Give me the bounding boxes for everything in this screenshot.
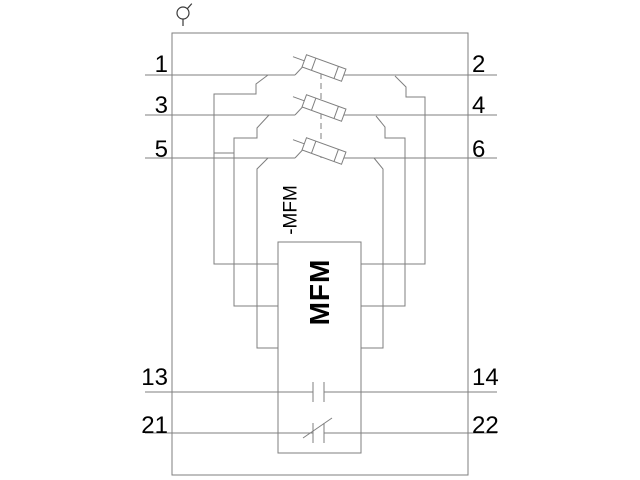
pole1-outline-right bbox=[361, 75, 426, 265]
terminal-label-2: 2 bbox=[472, 51, 486, 78]
outer-enclosure bbox=[171, 32, 469, 476]
pole1-outline-left bbox=[213, 74, 278, 265]
terminal-label-4: 4 bbox=[472, 92, 486, 119]
breaker-contact-pole2 bbox=[292, 94, 347, 122]
device-box bbox=[277, 241, 362, 454]
terminal-label-5: 5 bbox=[154, 136, 168, 163]
pole-wires bbox=[145, 66, 497, 159]
terminal-label-22: 22 bbox=[472, 412, 499, 439]
terminal-label-13: 13 bbox=[141, 364, 168, 391]
terminal-label-14: 14 bbox=[472, 364, 499, 391]
pole3-outline-left bbox=[256, 157, 278, 349]
pole3-outline-right bbox=[361, 157, 384, 349]
pole2-outline-right bbox=[361, 115, 406, 307]
terminal-label-6: 6 bbox=[472, 136, 486, 163]
terminal-label-21: 21 bbox=[141, 412, 168, 439]
rotary-drive-icon bbox=[176, 3, 193, 26]
breaker-contact-pole1 bbox=[292, 54, 347, 82]
device-label: MFM bbox=[304, 258, 335, 326]
nc-contact-symbol bbox=[302, 417, 333, 443]
pole2-outline-left bbox=[233, 114, 278, 307]
terminal-label-1: 1 bbox=[154, 51, 168, 78]
breaker-contact-pole3 bbox=[292, 137, 347, 165]
pole-outlines bbox=[213, 74, 426, 349]
device-tag: -MFM bbox=[280, 185, 302, 235]
aux-wires bbox=[145, 391, 497, 434]
terminal-label-3: 3 bbox=[154, 92, 168, 119]
no-contact-symbol bbox=[312, 382, 325, 402]
